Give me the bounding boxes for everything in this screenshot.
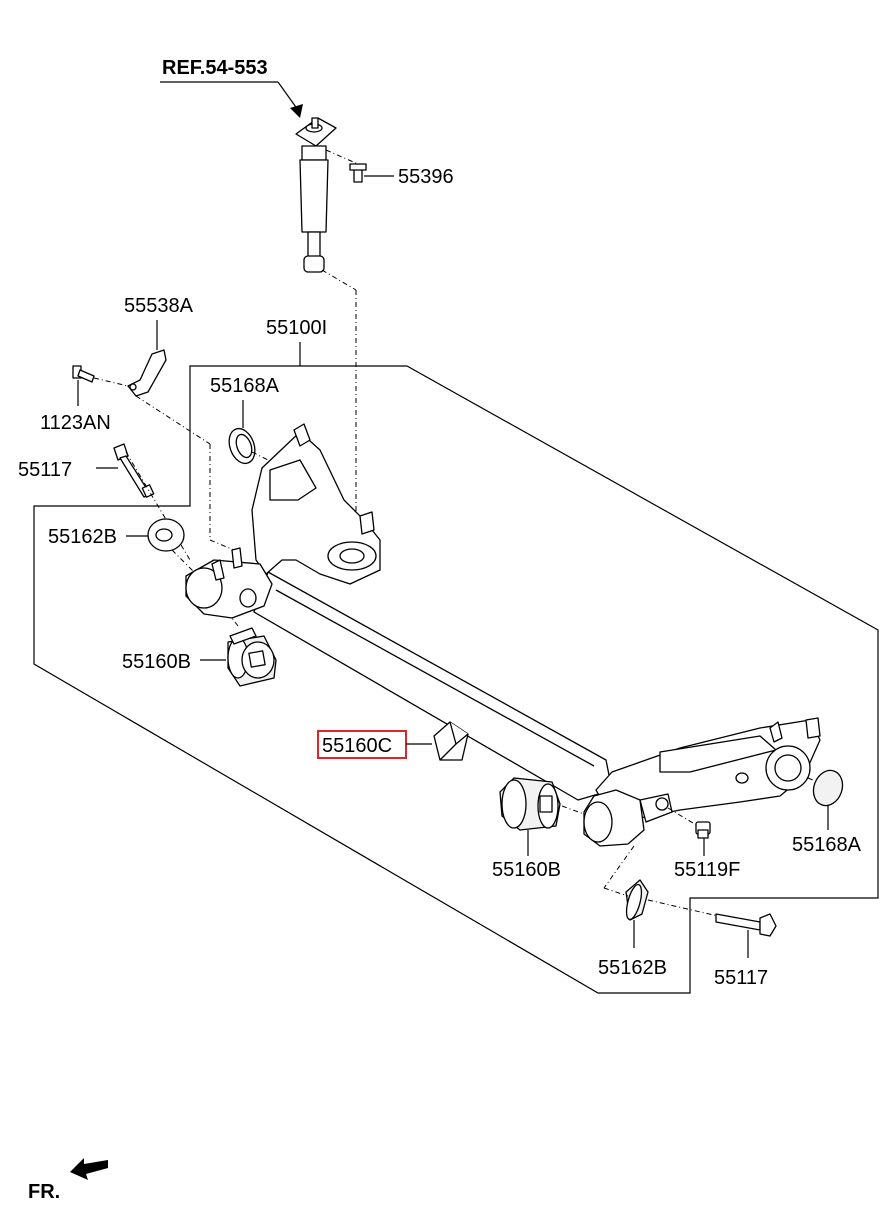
stopper-part	[433, 721, 469, 761]
front-arrow-icon	[70, 1158, 108, 1180]
ref-arrow-head	[290, 104, 303, 118]
small-bolt	[72, 365, 95, 383]
bolt-right	[715, 913, 777, 937]
label-bolt-left: 55117	[18, 459, 72, 481]
label-small-bolt: 1123AN	[40, 412, 111, 434]
cap-left	[228, 427, 256, 465]
label-stopper[interactable]: 55160C	[322, 735, 392, 757]
label-washer-left: 55162B	[48, 526, 117, 548]
label-cap-left: 55168A	[210, 375, 280, 397]
assembly-frame	[33, 365, 879, 994]
washer-right	[625, 879, 649, 921]
ref-leader	[277, 81, 299, 111]
torsion-beam	[185, 423, 821, 847]
label-bracket: 55538A	[124, 295, 194, 317]
label-shock-bolt: 55396	[398, 166, 454, 188]
washer-left	[147, 518, 185, 552]
shock-absorber	[295, 117, 337, 273]
nut-right	[695, 821, 711, 839]
bracket-part	[127, 349, 167, 397]
bushing-left	[227, 627, 277, 687]
cap-right	[812, 769, 844, 807]
label-washer-right: 55162B	[598, 957, 667, 979]
label-nut-right: 55119F	[674, 859, 740, 881]
label-assembly: 55100I	[266, 317, 327, 339]
bushing-right	[499, 777, 561, 831]
label-bushing-right: 55160B	[492, 859, 561, 881]
front-indicator: FR.	[28, 1181, 60, 1203]
label-bushing-left: 55160B	[122, 651, 191, 673]
ref-label: REF.54-553	[162, 57, 268, 79]
label-bolt-right: 55117	[714, 967, 768, 989]
bolt-left	[113, 443, 155, 498]
shock-bolt	[349, 163, 367, 183]
label-cap-right: 55168A	[792, 834, 862, 856]
